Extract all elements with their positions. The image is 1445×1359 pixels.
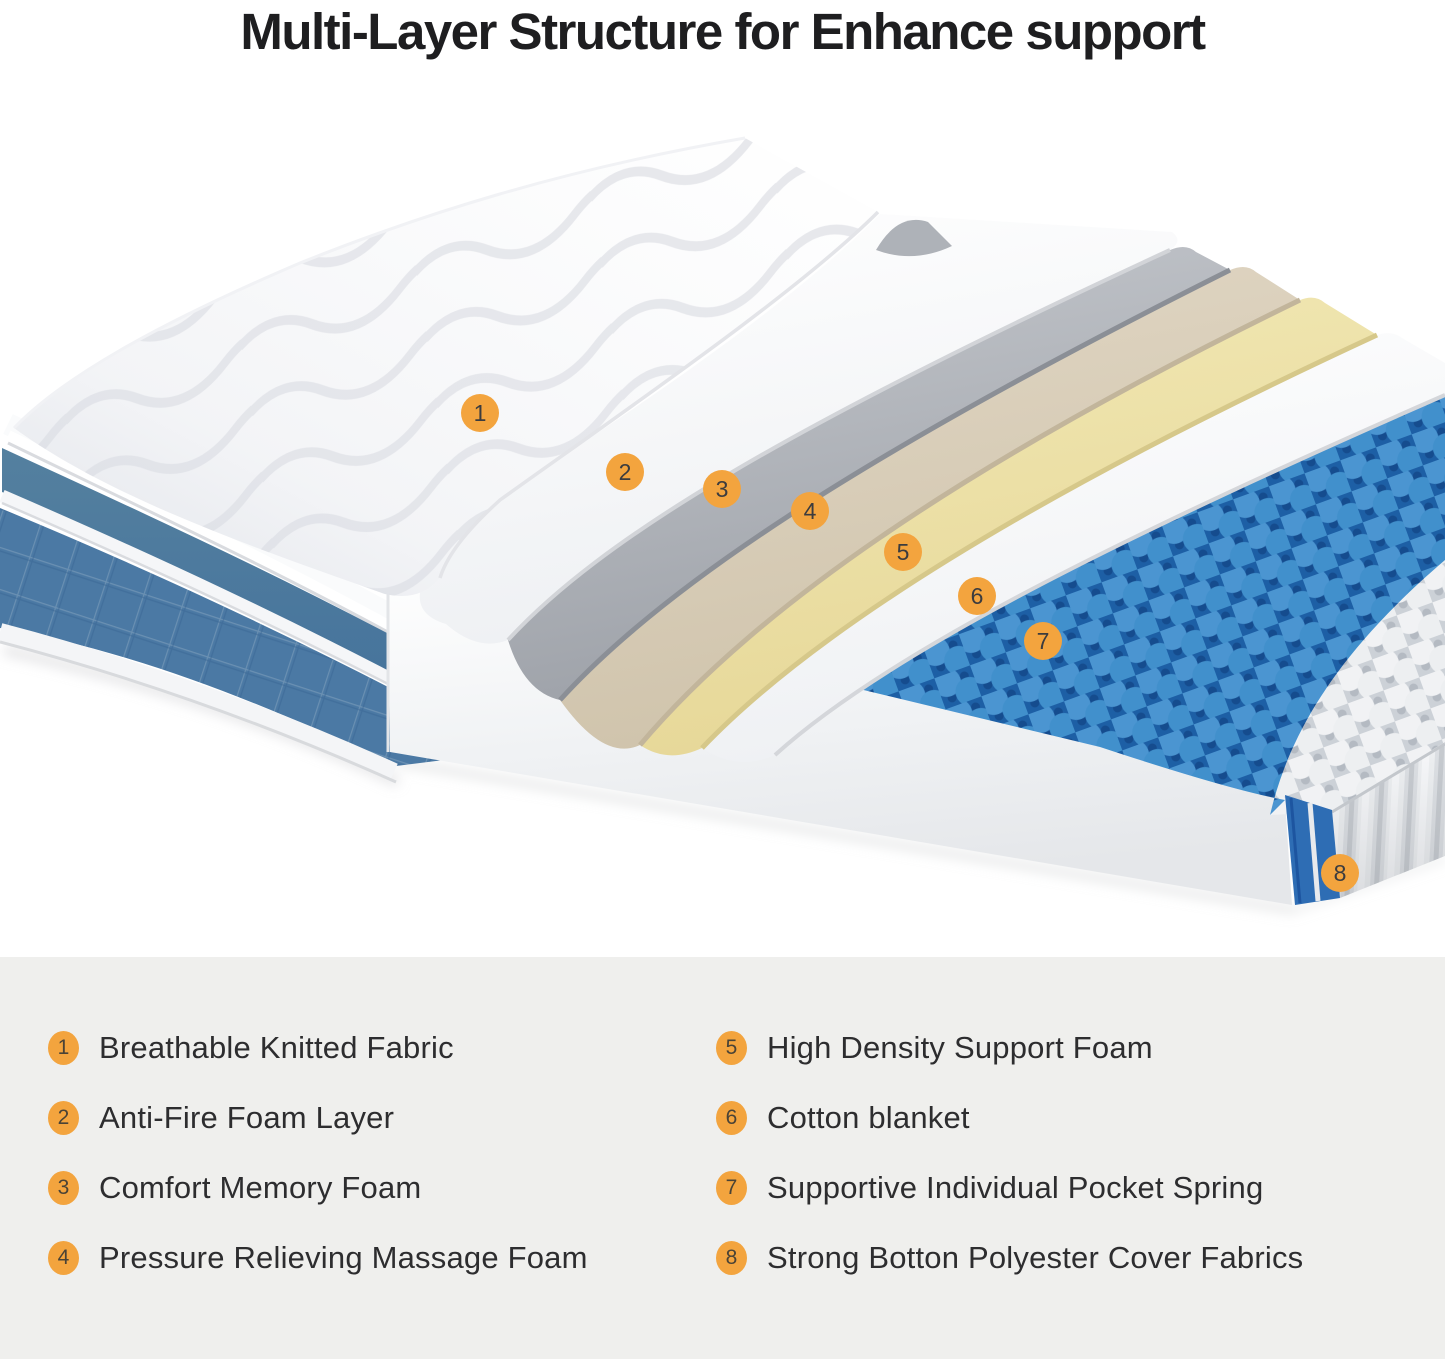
legend-item-label: Strong Botton Polyester Cover Fabrics: [767, 1240, 1304, 1275]
legend-item-6: 6 Cotton blanket: [716, 1083, 1445, 1153]
legend-item-8: 8 Strong Botton Polyester Cover Fabrics: [716, 1223, 1445, 1293]
badge-6: 6: [958, 577, 996, 615]
gray-flap: [876, 219, 952, 257]
legend-num-badge: 6: [716, 1101, 747, 1135]
svg-text:7: 7: [1037, 628, 1050, 654]
piping-top-shade: [7, 441, 427, 655]
legend-item-label: Cotton blanket: [767, 1100, 970, 1135]
legend-item-1: 1 Breathable Knitted Fabric: [48, 1013, 716, 1083]
side-band-quilted-blue: [0, 508, 444, 766]
svg-text:4: 4: [804, 498, 817, 524]
callout-badges: 1 2 3 4 5 6 7: [461, 394, 1359, 892]
springs-front-shade: [1332, 742, 1445, 898]
piping-middle: [0, 490, 442, 710]
svg-text:8: 8: [1334, 860, 1347, 886]
legend-item-label: Pressure Relieving Massage Foam: [99, 1240, 588, 1275]
quilted-top-layer: [12, 136, 880, 596]
legend-num-badge: 4: [48, 1241, 79, 1275]
svg-text:1: 1: [474, 400, 487, 426]
anti-fire-sheet: [419, 214, 1178, 644]
legend-num-badge: 2: [48, 1101, 79, 1135]
svg-text:2: 2: [619, 459, 632, 485]
legend-item-7: 7 Supportive Individual Pocket Spring: [716, 1153, 1445, 1223]
legend-num-badge: 5: [716, 1031, 747, 1065]
springs-shoulder-line: [1331, 742, 1445, 814]
blue-foam-layer: [390, 395, 1445, 815]
massage-foam-sheet: [560, 266, 1300, 749]
sheet3-edge: [558, 267, 1232, 702]
svg-text:6: 6: [971, 583, 984, 609]
sheet5-edge: [700, 332, 1379, 750]
quilt-top-edge: [12, 136, 746, 430]
legend-item-label: Anti-Fire Foam Layer: [99, 1100, 395, 1135]
page-title: Multi-Layer Structure for Enhance suppor…: [240, 3, 1206, 60]
quilt-peel-edge: [438, 210, 880, 579]
legend-item-2: 2 Anti-Fire Foam Layer: [48, 1083, 716, 1153]
legend-item-5: 5 High Density Support Foam: [716, 1013, 1445, 1083]
legend-column-left: 1 Breathable Knitted Fabric 2 Anti-Fire …: [48, 1013, 716, 1359]
badge-7: 7: [1024, 622, 1062, 660]
piping-top: [5, 430, 427, 652]
badge-2: 2: [606, 453, 644, 491]
piping-bottom: [0, 623, 398, 781]
mattress-cutaway-illustration: 1 2 3 4 5 6 7: [0, 136, 1445, 915]
legend-item-label: Comfort Memory Foam: [99, 1170, 422, 1205]
legend-num-badge: 3: [48, 1171, 79, 1205]
side-band-upper-blue: [2, 448, 436, 700]
svg-text:3: 3: [716, 476, 729, 502]
mattress-side-panel: [0, 414, 444, 784]
legend-item-3: 3 Comfort Memory Foam: [48, 1153, 716, 1223]
legend-column-right: 5 High Density Support Foam 6 Cotton bla…: [716, 1013, 1445, 1359]
legend-item-label: Supportive Individual Pocket Spring: [767, 1170, 1264, 1205]
badge-8: 8: [1321, 854, 1359, 892]
legend-num-badge: 1: [48, 1031, 79, 1065]
memory-foam-sheet: [508, 246, 1230, 700]
legend-item-4: 4 Pressure Relieving Massage Foam: [48, 1223, 716, 1293]
badge-3: 3: [703, 470, 741, 508]
legend-section: 1 Breathable Knitted Fabric 2 Anti-Fire …: [0, 957, 1445, 1359]
legend-item-label: Breathable Knitted Fabric: [99, 1030, 454, 1065]
cotton-blanket-sheet: [702, 333, 1445, 763]
legend-num-badge: 8: [716, 1241, 747, 1275]
pocket-springs-top: [1270, 560, 1445, 815]
legend-num-badge: 7: [716, 1171, 747, 1205]
badge-4: 4: [791, 492, 829, 530]
badge-1: 1: [461, 394, 499, 432]
piping-bottom-shade: [0, 640, 397, 784]
legend-item-label: High Density Support Foam: [767, 1030, 1153, 1065]
svg-text:5: 5: [897, 539, 910, 565]
piping-middle-shade: [1, 501, 441, 713]
badge-5: 5: [884, 533, 922, 571]
layer-stack: [419, 214, 1445, 763]
sheet4-edge: [638, 297, 1302, 747]
sheet6-edge: [773, 393, 1445, 757]
